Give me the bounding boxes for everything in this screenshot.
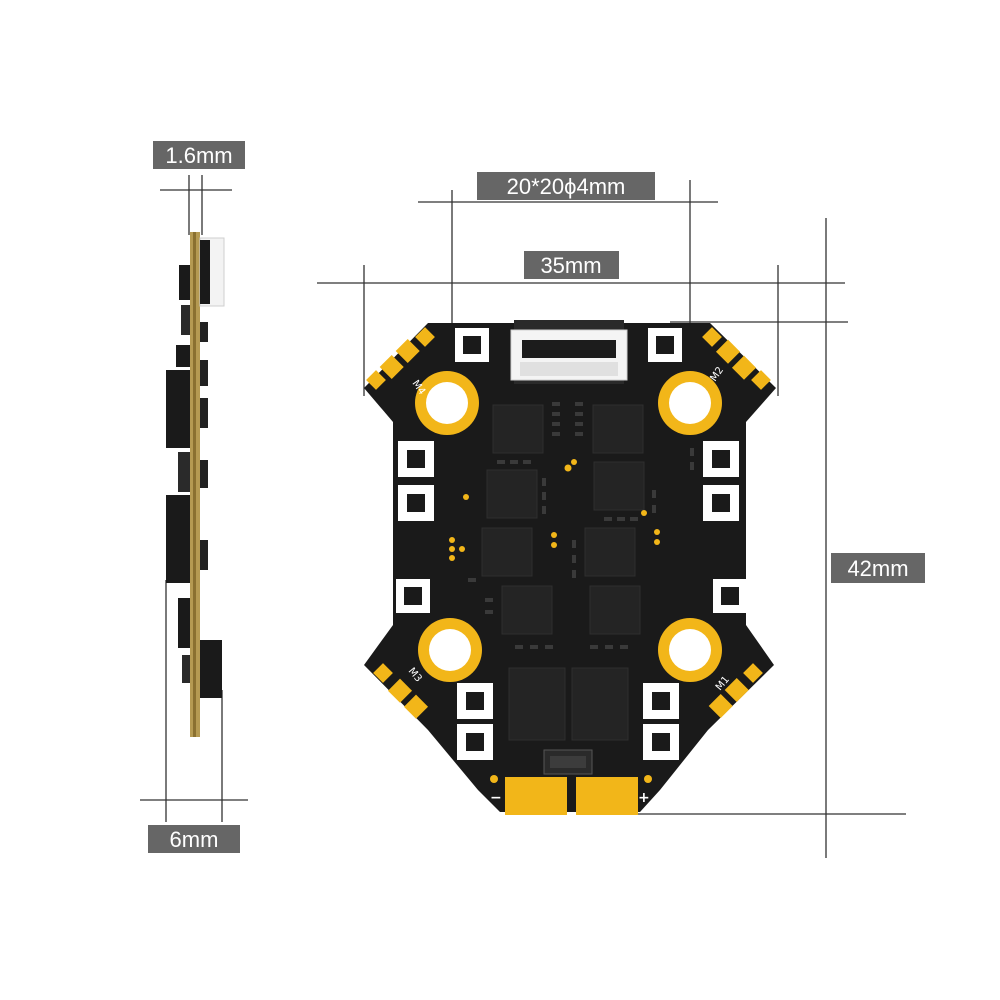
mount-holes bbox=[415, 371, 722, 682]
stack-height-label: 6mm bbox=[148, 825, 240, 853]
side-comp-b2 bbox=[181, 305, 190, 335]
ribbon-connector bbox=[510, 320, 628, 384]
mosfet-9 bbox=[508, 667, 566, 741]
mosfet-1 bbox=[492, 404, 544, 454]
pad-m3-b bbox=[403, 694, 429, 719]
mosfet-5 bbox=[481, 527, 533, 577]
side-comp-b3 bbox=[176, 345, 190, 367]
side-connector-body bbox=[200, 240, 210, 304]
pad-m3-a bbox=[387, 678, 413, 703]
side-view: 1.6mm 6mm bbox=[140, 141, 248, 853]
mosfet-10 bbox=[571, 667, 629, 741]
mount-pattern-label: 20*20ϕ4mm bbox=[477, 172, 655, 200]
pad-m4-b bbox=[379, 354, 404, 380]
side-comp-b1 bbox=[179, 265, 190, 300]
svg-text:6mm: 6mm bbox=[170, 827, 219, 852]
pad-m2-d bbox=[751, 370, 771, 390]
side-comp-b7 bbox=[178, 598, 190, 648]
silk-positive: + bbox=[638, 790, 650, 806]
pad-m4-d bbox=[366, 370, 386, 390]
pad-m1-c bbox=[743, 663, 763, 683]
silk-negative: − bbox=[490, 790, 502, 806]
side-chip-4 bbox=[200, 460, 208, 488]
board-width-label: 35mm bbox=[524, 251, 619, 279]
battery-terminal bbox=[490, 749, 652, 815]
svg-text:20*20ϕ4mm: 20*20ϕ4mm bbox=[507, 174, 626, 199]
side-comp-b5 bbox=[178, 452, 190, 492]
board-height-label: 42mm bbox=[831, 553, 925, 583]
pad-positive bbox=[576, 777, 638, 815]
pad-negative bbox=[505, 777, 567, 815]
chips bbox=[481, 404, 645, 741]
side-pcb-core bbox=[193, 232, 196, 737]
side-chip-2 bbox=[200, 360, 208, 386]
side-chip-1 bbox=[200, 322, 208, 342]
mosfet-7 bbox=[501, 585, 553, 635]
pad-m2-c bbox=[702, 327, 722, 347]
pad-m4-c bbox=[415, 327, 435, 347]
mosfet-2 bbox=[592, 404, 644, 454]
mosfet-8 bbox=[589, 585, 641, 635]
side-comp-b4 bbox=[166, 370, 190, 448]
side-comp-b8 bbox=[182, 655, 190, 683]
side-chip-5 bbox=[200, 540, 208, 570]
test-pads bbox=[396, 328, 747, 760]
svg-text:1.6mm: 1.6mm bbox=[165, 143, 232, 168]
svg-text:42mm: 42mm bbox=[847, 556, 908, 581]
side-chip-6 bbox=[200, 640, 222, 698]
mosfet-4 bbox=[593, 461, 645, 511]
passives bbox=[468, 402, 694, 649]
pad-m3-c bbox=[373, 663, 393, 683]
front-board: M4 M2 M3 M1 − + bbox=[364, 320, 776, 815]
side-chip-3 bbox=[200, 398, 208, 428]
pad-m4-a bbox=[395, 338, 420, 364]
thickness-label: 1.6mm bbox=[153, 141, 245, 169]
svg-text:35mm: 35mm bbox=[540, 253, 601, 278]
side-comp-b6 bbox=[166, 495, 190, 583]
mosfet-3 bbox=[486, 469, 538, 519]
mosfet-6 bbox=[584, 527, 636, 577]
front-dimensions: 20*20ϕ4mm 35mm 42mm bbox=[317, 172, 925, 858]
test-points bbox=[449, 459, 660, 561]
